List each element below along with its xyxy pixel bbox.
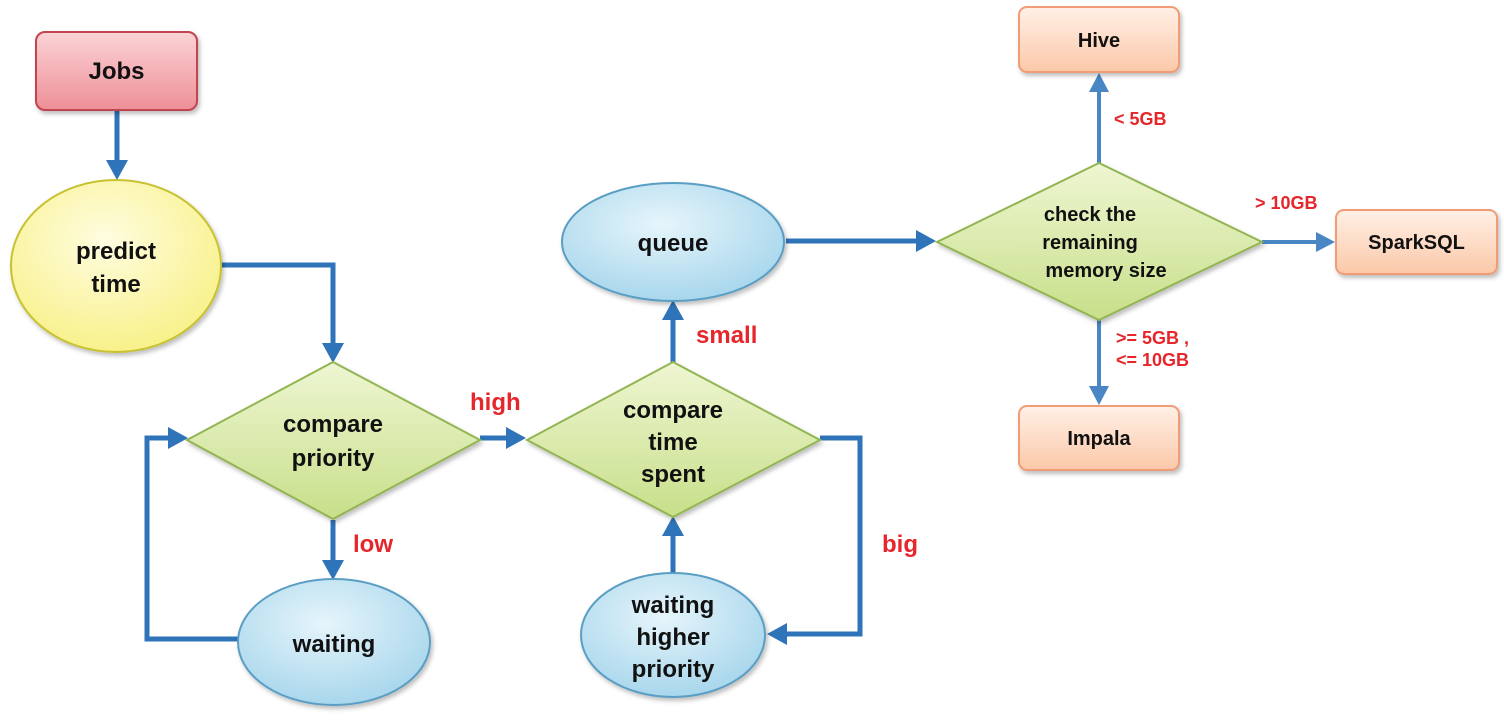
edge-label-gt-10gb: > 10GB xyxy=(1255,193,1318,213)
edge-label-between-line1: >= 5GB , xyxy=(1116,328,1189,348)
node-jobs: Jobs xyxy=(35,31,198,111)
node-check-memory-label-line1: check the xyxy=(1044,204,1136,226)
node-impala-label: Impala xyxy=(1067,428,1131,450)
node-compare-time-spent-shape xyxy=(524,360,823,519)
node-check-memory-label-line2: remaining xyxy=(1042,232,1138,254)
node-compare-priority-shape xyxy=(184,360,483,521)
edge-label-small: small xyxy=(696,322,757,349)
arrowhead-check-memory-to-hive xyxy=(1089,73,1109,92)
node-waiting-higher-priority-label-line1: waiting xyxy=(631,592,715,619)
node-compare-priority: compare priority xyxy=(184,360,483,521)
arrowhead-compare-priority-to-compare-time xyxy=(506,427,526,449)
node-predict-time-label-line1: predict xyxy=(76,238,156,265)
node-predict-time: predict time xyxy=(10,179,222,353)
edge-label-low: low xyxy=(353,531,393,558)
node-predict-time-shape xyxy=(10,179,222,353)
node-hive-label: Hive xyxy=(1078,30,1120,52)
arrow-compare-time-to-waiting-higher xyxy=(785,435,863,637)
edge-label-between-line2: <= 10GB xyxy=(1116,350,1189,370)
node-jobs-label: Jobs xyxy=(88,58,144,85)
arrow-predict-to-compare-priority xyxy=(220,262,336,345)
node-check-memory-label-line3: memory size xyxy=(1045,260,1166,282)
node-sparksql-shape xyxy=(1335,209,1498,275)
arrowhead-compare-time-to-queue xyxy=(662,300,684,320)
node-check-memory-shape xyxy=(934,161,1265,322)
arrowhead-check-memory-to-impala xyxy=(1089,386,1109,405)
edge-label-big: big xyxy=(882,531,918,558)
edge-label-lt-5gb: < 5GB xyxy=(1114,109,1167,129)
node-hive: Hive xyxy=(1018,6,1180,73)
node-queue-label: queue xyxy=(638,230,709,257)
node-waiting-shape xyxy=(237,578,431,706)
node-waiting-label: waiting xyxy=(292,631,376,658)
node-queue: queue xyxy=(561,182,785,302)
arrowhead-check-memory-to-sparksql xyxy=(1316,232,1335,252)
node-jobs-shape xyxy=(35,31,198,111)
connectors xyxy=(106,73,1335,645)
node-compare-time-spent-label-line2: time xyxy=(648,429,697,456)
arrowhead-compare-time-to-waiting-higher xyxy=(767,623,787,645)
arrowhead-jobs-to-predict xyxy=(106,160,128,180)
node-predict-time-label-line2: time xyxy=(91,271,140,298)
node-check-memory: check the remaining memory size xyxy=(934,161,1265,322)
arrowhead-predict-to-compare-priority xyxy=(322,343,344,363)
node-impala: Impala xyxy=(1018,405,1180,471)
node-waiting-higher-priority: waiting higher priority xyxy=(580,572,766,698)
node-impala-shape xyxy=(1018,405,1180,471)
node-sparksql: SparkSQL xyxy=(1335,209,1498,275)
arrowhead-queue-to-check-memory xyxy=(916,230,936,252)
node-compare-priority-label-line2: priority xyxy=(292,445,375,472)
node-waiting-higher-priority-label-line3: priority xyxy=(632,656,715,683)
edge-label-high: high xyxy=(470,389,521,416)
node-sparksql-label: SparkSQL xyxy=(1368,232,1465,254)
node-queue-shape xyxy=(561,182,785,302)
arrow-waiting-loop-back xyxy=(144,435,238,642)
node-compare-time-spent: compare time spent xyxy=(524,360,823,519)
node-waiting-higher-priority-label-line2: higher xyxy=(636,624,709,651)
node-hive-shape xyxy=(1018,6,1180,73)
arrowhead-waiting-loop-back xyxy=(168,427,188,449)
edge-labels: high low small big < 5GB > 10GB >= 5GB ,… xyxy=(353,109,1318,558)
node-compare-time-spent-label-line3: spent xyxy=(641,461,705,488)
arrowhead-compare-priority-to-waiting xyxy=(322,560,344,580)
node-waiting-higher-priority-shape xyxy=(580,572,766,698)
node-waiting: waiting xyxy=(237,578,431,706)
arrowhead-waiting-higher-to-compare-time xyxy=(662,516,684,536)
node-compare-priority-label-line1: compare xyxy=(283,411,383,438)
node-compare-time-spent-label-line1: compare xyxy=(623,397,723,424)
